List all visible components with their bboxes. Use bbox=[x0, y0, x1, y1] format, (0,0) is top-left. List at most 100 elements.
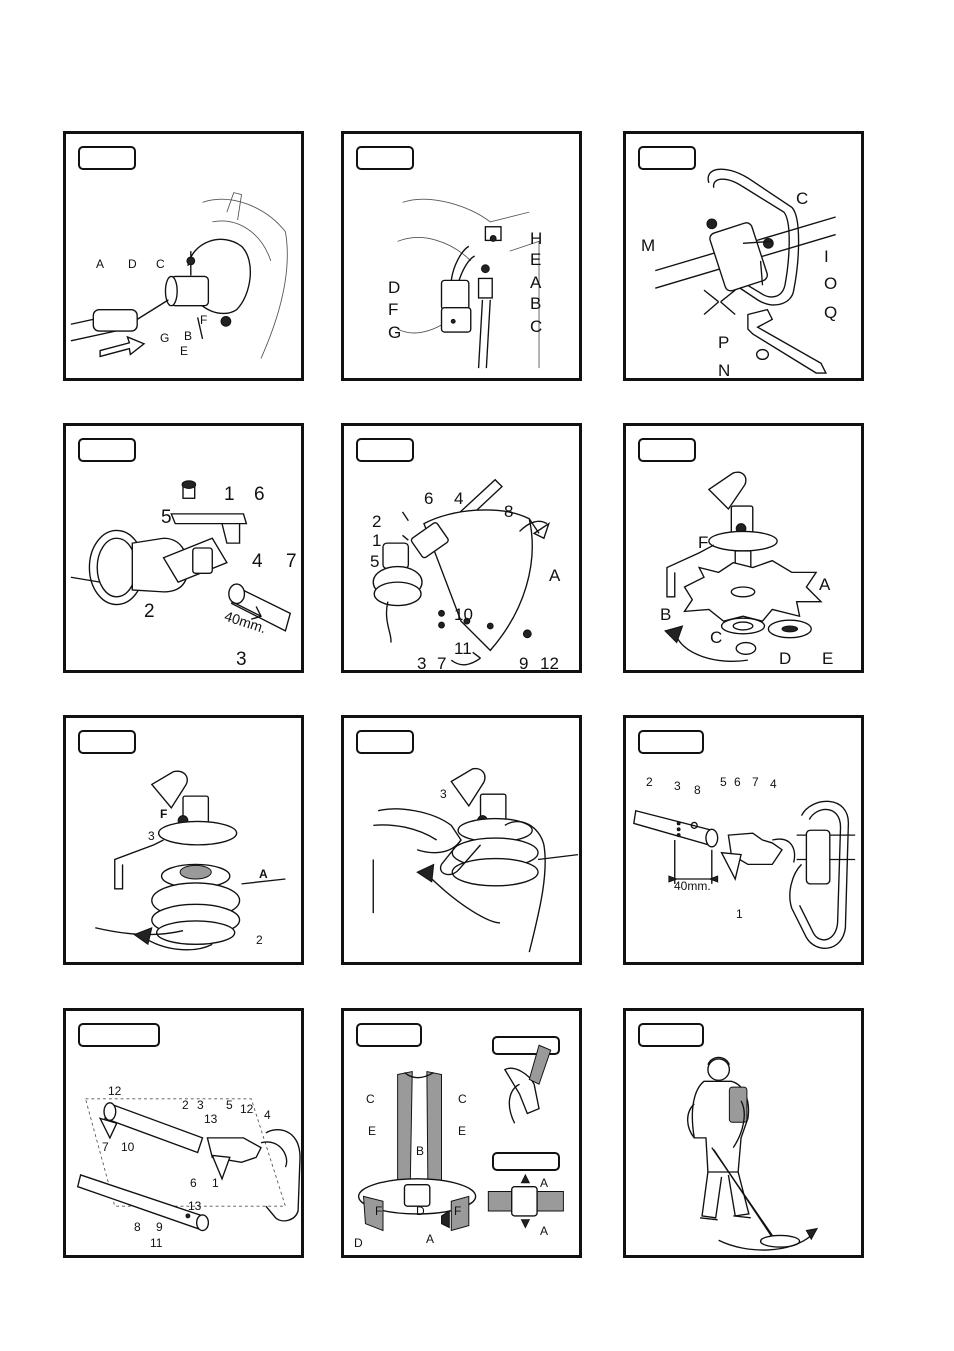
figure-number-box bbox=[356, 146, 414, 170]
label-f: F bbox=[160, 807, 168, 821]
figure-12-illustration bbox=[686, 1056, 819, 1251]
figure-number-box bbox=[78, 730, 136, 754]
figure-1: A D C G B F E bbox=[63, 131, 304, 381]
label-3: 3 bbox=[197, 1098, 204, 1112]
label-p: P bbox=[718, 333, 730, 352]
figure-3-illustration bbox=[655, 168, 836, 374]
figure-7: F 3 A 2 bbox=[63, 715, 304, 965]
label-f: F bbox=[698, 533, 709, 552]
label-4: 4 bbox=[264, 1108, 271, 1122]
label-12: 12 bbox=[540, 654, 559, 673]
label-7: 7 bbox=[752, 775, 759, 789]
label-a: A bbox=[259, 867, 268, 881]
figure-11: C C E E B F D F D A A A bbox=[341, 1008, 582, 1258]
figure-number-box bbox=[638, 730, 704, 754]
label-6: 6 bbox=[254, 484, 265, 505]
sub-figure-box-2 bbox=[492, 1152, 560, 1171]
label-f: F bbox=[200, 313, 208, 327]
label-c: C bbox=[530, 317, 543, 336]
figure-2-illustration bbox=[397, 198, 540, 369]
label-2: 2 bbox=[646, 775, 653, 789]
label-7: 7 bbox=[102, 1140, 109, 1154]
label-a: A bbox=[530, 273, 542, 292]
label-1: 1 bbox=[736, 907, 743, 921]
label-1: 1 bbox=[224, 484, 235, 505]
label-9: 9 bbox=[519, 654, 529, 673]
label-12: 12 bbox=[108, 1084, 122, 1098]
label-o: O bbox=[824, 274, 838, 293]
label-a: A bbox=[426, 1232, 435, 1246]
figure-12 bbox=[623, 1008, 864, 1258]
label-c: C bbox=[156, 257, 165, 271]
label-d: D bbox=[388, 278, 401, 297]
label-h: H bbox=[530, 229, 543, 248]
label-6: 6 bbox=[424, 489, 434, 508]
label-c: C bbox=[366, 1092, 375, 1106]
figure-number-box bbox=[638, 1023, 704, 1047]
label-10: 10 bbox=[454, 605, 473, 624]
label-f: F bbox=[375, 1204, 383, 1218]
label-e: E bbox=[822, 649, 834, 668]
figure-4: 1 6 5 4 7 2 40mm. 3 bbox=[63, 423, 304, 673]
label-3: 3 bbox=[440, 787, 447, 801]
figure-5: 6 4 8 2 1 5 A 10 11 3 7 9 12 bbox=[341, 423, 582, 673]
label-a: A bbox=[819, 575, 831, 594]
label-d: D bbox=[416, 1204, 425, 1218]
label-9: 9 bbox=[156, 1220, 163, 1234]
label-7: 7 bbox=[286, 551, 297, 572]
label-a3: A bbox=[540, 1224, 549, 1238]
label-e: E bbox=[368, 1124, 377, 1138]
label-13b: 13 bbox=[188, 1199, 202, 1213]
label-4: 4 bbox=[454, 489, 464, 508]
label-a: A bbox=[96, 257, 105, 271]
figure-number-box bbox=[356, 1023, 422, 1047]
figure-7-illustration bbox=[95, 770, 286, 951]
label-4: 4 bbox=[252, 551, 263, 572]
label-n: N bbox=[718, 361, 731, 380]
label-g: G bbox=[388, 323, 402, 342]
figure-9-illustration bbox=[633, 800, 856, 949]
label-6: 6 bbox=[734, 775, 741, 789]
label-10: 10 bbox=[121, 1140, 135, 1154]
figure-9: 2 3 8 5 6 7 4 40mm. 1 bbox=[623, 715, 864, 965]
label-3: 3 bbox=[148, 829, 155, 843]
figure-6-illustration bbox=[664, 471, 823, 662]
label-q: Q bbox=[824, 303, 838, 322]
label-c: C bbox=[796, 189, 809, 208]
label-c2: C bbox=[458, 1092, 467, 1106]
label-1: 1 bbox=[372, 531, 382, 550]
figure-10: 12 2 3 5 12 4 13 7 10 6 1 8 13 9 11 bbox=[63, 1008, 304, 1258]
figure-11-illustration bbox=[357, 1044, 564, 1232]
label-a2: A bbox=[540, 1176, 549, 1190]
label-3: 3 bbox=[236, 649, 247, 670]
label-c: C bbox=[710, 628, 723, 647]
figure-5-illustration bbox=[372, 478, 551, 666]
figure-8-illustration bbox=[372, 767, 579, 953]
figure-3: C M I O Q P N bbox=[623, 131, 864, 381]
label-7: 7 bbox=[437, 654, 447, 673]
label-5: 5 bbox=[161, 507, 172, 528]
label-f: F bbox=[388, 300, 399, 319]
label-d2: D bbox=[354, 1236, 363, 1250]
label-6: 6 bbox=[190, 1176, 197, 1190]
figure-8: 3 bbox=[341, 715, 582, 965]
label-2: 2 bbox=[372, 512, 382, 531]
label-f2: F bbox=[454, 1204, 462, 1218]
label-5: 5 bbox=[226, 1098, 233, 1112]
label-b: B bbox=[184, 329, 193, 343]
figure-number-box bbox=[638, 438, 696, 462]
label-b: B bbox=[416, 1144, 425, 1158]
figure-number-box bbox=[78, 1023, 160, 1047]
figure-number-box bbox=[78, 146, 136, 170]
figure-number-box bbox=[356, 438, 414, 462]
figure-number-box bbox=[638, 146, 696, 170]
label-m: M bbox=[641, 236, 656, 255]
label-13: 13 bbox=[204, 1112, 218, 1126]
figure-number-box bbox=[78, 438, 136, 462]
label-d: D bbox=[779, 649, 792, 668]
label-3: 3 bbox=[674, 779, 681, 793]
label-1: 1 bbox=[212, 1176, 219, 1190]
label-e: E bbox=[180, 344, 189, 358]
label-e: E bbox=[530, 250, 542, 269]
label-b: B bbox=[660, 605, 672, 624]
